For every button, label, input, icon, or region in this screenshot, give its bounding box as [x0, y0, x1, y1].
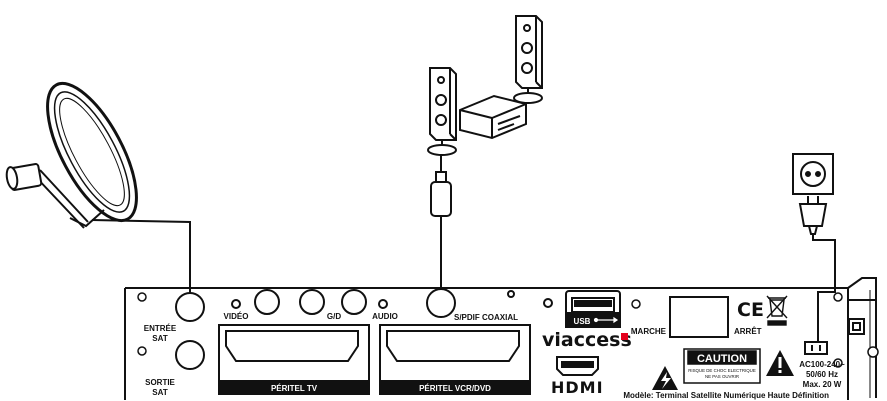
led-indicator — [507, 290, 515, 298]
optical-connector-icon — [430, 155, 452, 290]
wall-socket-icon — [792, 153, 834, 195]
led-indicator — [543, 298, 553, 308]
power-plug-icon — [798, 196, 836, 348]
exclamation-warning-icon — [766, 350, 794, 376]
high-voltage-warning-icon — [652, 366, 678, 390]
power-switch — [669, 296, 729, 338]
sat-out-connector — [175, 340, 205, 370]
power-spec-line-1: AC100-240~ — [799, 360, 845, 369]
marche-label: MARCHE — [631, 327, 667, 336]
led-indicator — [378, 299, 388, 309]
screw-hole — [137, 292, 147, 302]
screw-hole — [137, 346, 147, 356]
caution-box — [683, 348, 761, 384]
arret-label: ARRÊT — [734, 327, 762, 336]
audio-label: AUDIO — [372, 312, 398, 321]
power-spec-line-3: Max. 20 W — [803, 380, 842, 389]
usb-symbol-icon — [593, 316, 619, 324]
satellite-dish-icon — [5, 81, 138, 229]
caution-line-2: NE PAS OUVRIR — [705, 374, 739, 379]
gd-label: G/D — [327, 312, 341, 321]
caution-title: CAUTION — [697, 353, 747, 365]
sat-in-connector — [175, 292, 205, 322]
speaker-system-icon — [427, 15, 543, 156]
rear-panel — [124, 277, 877, 400]
video-rca-connector — [254, 289, 280, 315]
led-indicator — [631, 299, 641, 309]
caution-line-1: RISQUE DE CHOC ELECTRIQUE — [688, 368, 756, 373]
peritel-vcr-label: PÉRITEL VCR/DVD — [419, 384, 491, 393]
hdmi-logo: HDMI — [551, 378, 604, 397]
hdmi-port — [556, 356, 599, 376]
screw-hole — [867, 346, 879, 358]
power-spec-line-2: 50/60 Hz — [806, 370, 838, 379]
audio-right-rca-connector — [341, 289, 367, 315]
sat-in-label: SAT — [152, 334, 168, 343]
peritel-vcr-connector — [379, 324, 531, 395]
screw-hole — [833, 292, 843, 302]
viaccess-accent — [621, 333, 628, 340]
spdif-coaxial-connector — [426, 288, 456, 318]
spdif-label: S/PDIF COAXIAL — [454, 313, 518, 322]
sat-cable — [91, 219, 191, 297]
viaccess-logo: viaccess — [542, 329, 632, 351]
power-inlet — [804, 341, 828, 355]
side-connector — [848, 318, 865, 335]
led-indicator — [231, 299, 241, 309]
entree-label: ENTRÉE — [144, 324, 177, 333]
usb-port — [565, 290, 621, 328]
sortie-label: SORTIE — [145, 378, 175, 387]
model-label: Modèle: Terminal Satellite Numérique Hau… — [623, 391, 829, 400]
video-label: VIDÉO — [224, 312, 249, 321]
audio-left-rca-connector — [299, 289, 325, 315]
ce-mark: CE — [737, 299, 764, 321]
peritel-tv-label: PÉRITEL TV — [271, 384, 318, 393]
usb-label: USB — [574, 317, 591, 326]
peritel-tv-connector — [218, 324, 370, 395]
screw-hole — [833, 358, 843, 368]
sat-out-label: SAT — [152, 388, 168, 397]
weee-bin-icon — [766, 295, 788, 326]
